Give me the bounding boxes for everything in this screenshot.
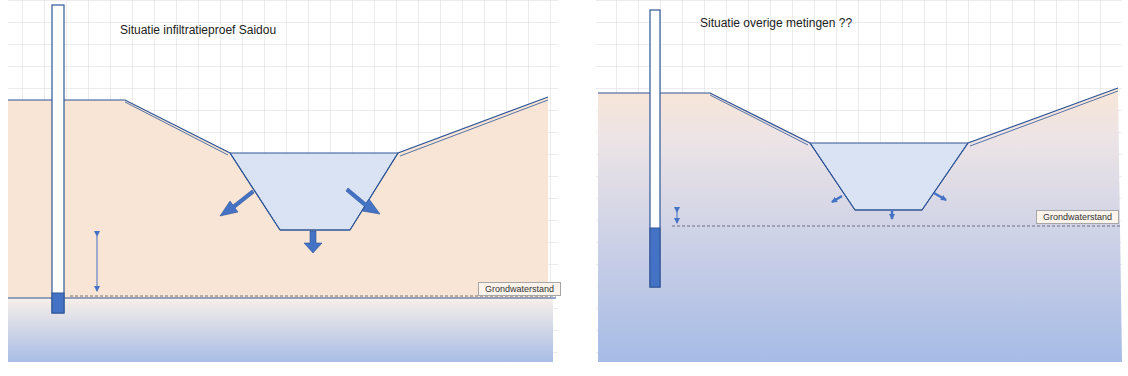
label-box: Grondwaterstand bbox=[478, 282, 561, 296]
slope-line bbox=[710, 91, 1118, 146]
soil bbox=[598, 88, 1122, 362]
piezometer-water bbox=[650, 228, 660, 287]
box-text: Grondwaterstand bbox=[1043, 212, 1112, 222]
piezometer-water bbox=[52, 293, 64, 313]
panel-title: Situatie overige metingen ?? bbox=[700, 16, 852, 30]
box-text: Grondwaterstand bbox=[485, 284, 554, 294]
flow-arrows bbox=[220, 188, 380, 253]
piezometer bbox=[52, 5, 64, 313]
terrain-line bbox=[8, 97, 548, 230]
groundwater bbox=[8, 298, 553, 362]
soil bbox=[8, 97, 548, 298]
label-box: Grondwaterstand bbox=[1036, 210, 1119, 224]
flow-arrows bbox=[832, 193, 946, 219]
piezometer bbox=[650, 10, 660, 287]
panel-title: Situatie infiltratieproef Saidou bbox=[120, 23, 276, 37]
grid bbox=[596, 0, 1122, 362]
slope-line bbox=[125, 100, 548, 156]
level-arrow bbox=[677, 212, 678, 223]
grid bbox=[8, 0, 558, 362]
groundwater-line bbox=[8, 298, 556, 299]
groundwater-dashed bbox=[672, 226, 1120, 227]
level-arrow bbox=[97, 236, 98, 291]
terrain-line bbox=[598, 88, 1118, 210]
